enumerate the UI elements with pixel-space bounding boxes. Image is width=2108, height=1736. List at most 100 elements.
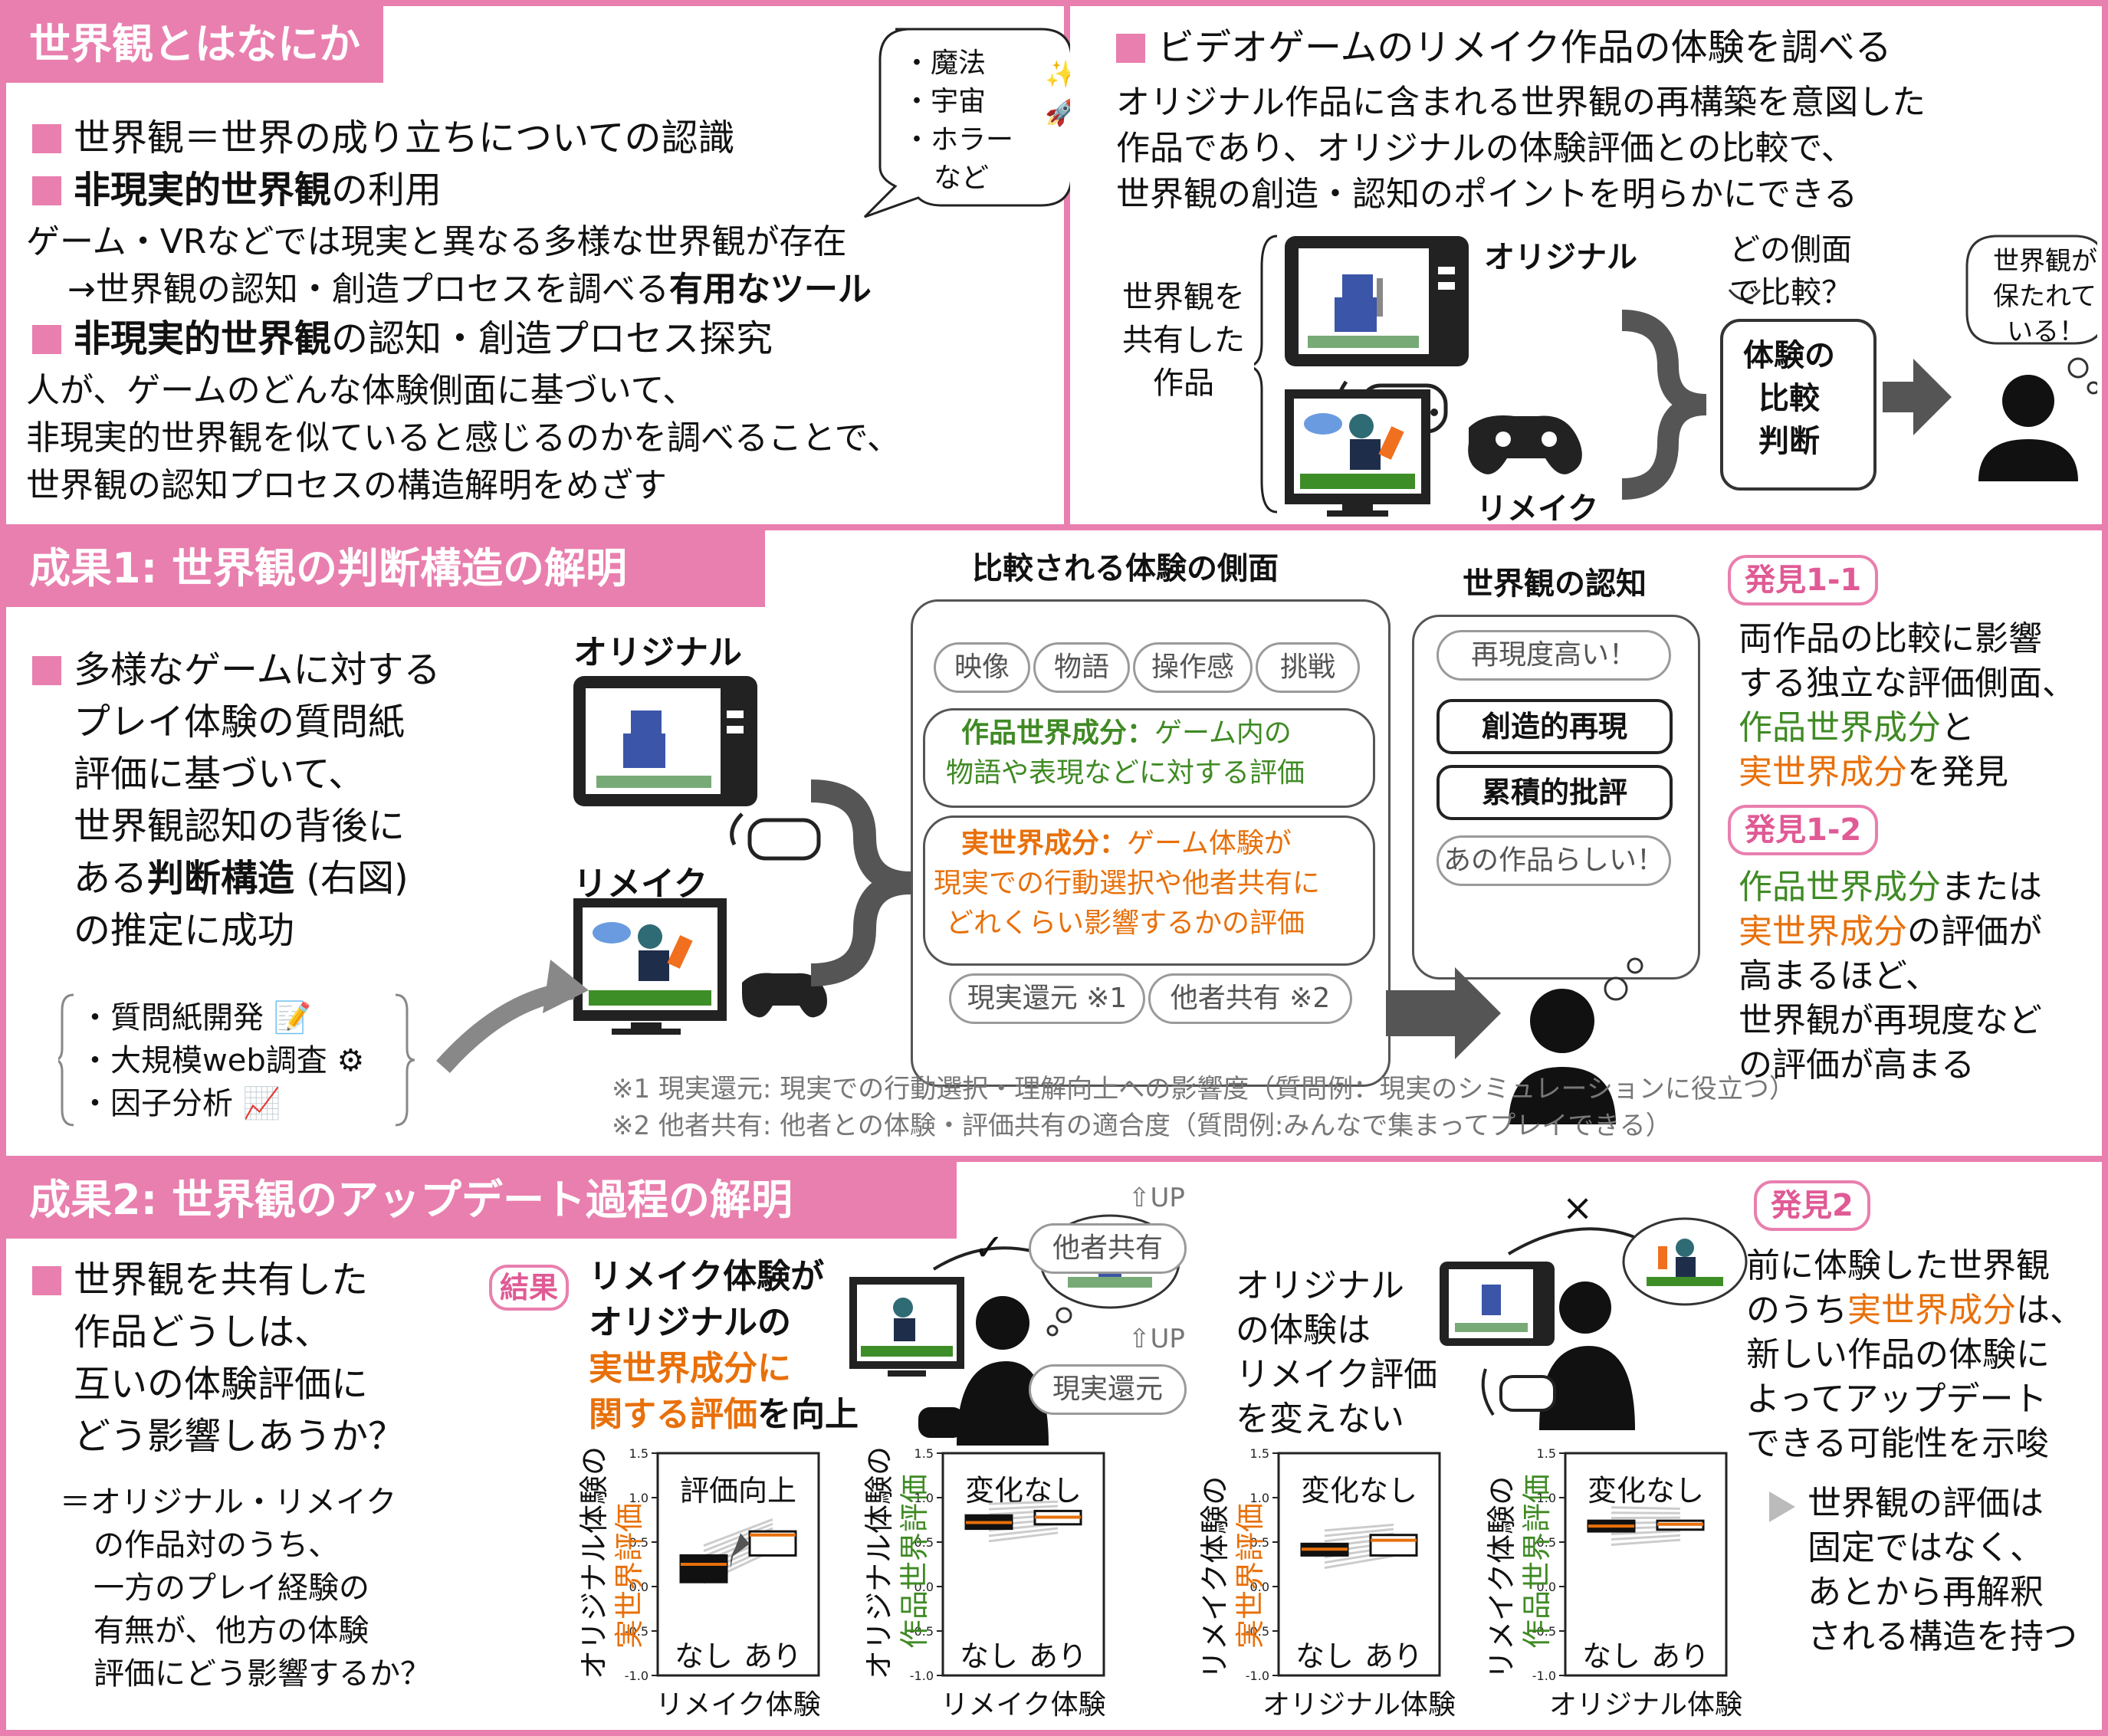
finding-2-line-5: できる可能性を示唆 [1746,1424,2050,1463]
gamepad-icon [730,812,821,861]
panel-remake-study: ビデオゲームのリメイク作品の体験を調べる オリジナル作品に含まれる世界観の再構築… [1070,6,2102,527]
chart-title: 評価向上 [680,1474,796,1508]
concl-line-1: 世界観の評価は [1808,1484,2044,1523]
y-axis-label: リメイク体験の [1485,1476,1519,1679]
y-tick-label: 1.0 [1537,1491,1556,1505]
cognition-title: 世界観の認知 [1463,566,1647,602]
pair-line [703,1518,773,1547]
aspects-title: 比較される体験の側面 [972,551,1279,586]
shared-works-label-1: 世界観を [1122,280,1245,315]
q-line-4: どう影響しあうか？ [74,1415,406,1458]
finding-1-2-line-4: 世界観が再現度など [1739,1001,2042,1040]
category-label: あり [744,1639,802,1673]
cross-mark: × [1562,1186,1594,1229]
finding-1-1-line-4: 実世界成分を発見 [1739,753,2008,792]
y-tick-label: -0.5 [910,1624,934,1639]
question-line-2: で比較？ [1729,275,1852,310]
orig-line-4: を変えない [1236,1400,1404,1439]
y-axis-label-colored: 作品世界評価 [898,1474,931,1649]
modern-gamepad-icon [742,973,827,1018]
result-line-3: 実世界成分に [589,1349,791,1388]
plot-frame [941,1452,1105,1677]
retro-tv-icon [1285,236,1469,366]
y-tick-label: -1.0 [625,1669,648,1683]
concl-line-3: あとから再解釈 [1808,1573,2044,1612]
y-tick-label: 1.5 [914,1446,934,1461]
result1-text-4: 世界観認知の背後に [74,805,406,848]
speech-line-3: いる！ [2007,317,2085,347]
cog-reproduction: 再現度高い！ [1437,630,1671,681]
tag-visual: 映像 [934,642,1030,693]
bubble-tag-social: 他者共有 [1029,1223,1187,1274]
gamepad-icon [918,1407,964,1438]
modern-monitor-icon [849,1277,964,1377]
speech-line-2: 保たれて [1993,281,2097,312]
footnote-2: ※2 他者共有: 他者との体験・評価共有の適合度（質問例:みんなで集まってプレイ… [612,1111,1672,1141]
panel-worldview-intro: 世界観とはなにか ✨ 🚀 ・魔法 ・宇宙 ・ホラー など 世界観＝世界の成り立ち… [6,6,1077,524]
tag-social-sharing: 他者共有 ※2 [1148,973,1352,1024]
result1-diagram [436,676,911,1073]
section-title-result2: 成果2: 世界観のアップデート過程の解明 [6,1162,957,1239]
result-line-2: オリジナルの [589,1303,791,1342]
orig-line-3: リメイク評価 [1236,1355,1438,1394]
pair-line [1324,1523,1394,1532]
chart-original-real: 1.51.00.50.0-0.5-1.0リメイク体験の実世界評価変化なしなしあり… [1198,1446,1456,1721]
y-axis-label: リメイク体験の [1198,1476,1232,1679]
result-line-1: リメイク体験が [589,1257,825,1296]
q-line-2: 作品どうしは、 [74,1311,332,1354]
real-world-component [923,815,1375,966]
finding-1-1-line-1: 両作品の比較に影響 [1739,619,2042,658]
finding-1-1-line-3: 作品世界成分と [1739,708,1975,747]
triangle-bullet-icon [1769,1492,1795,1522]
y-tick-label: -1.0 [910,1669,934,1683]
result-line-4: 関する評価を向上 [589,1395,859,1434]
modern-gamepad-icon [1468,415,1582,474]
plot-frame [1277,1452,1441,1677]
finding-1-2-line-3: 高まるほど、 [1739,957,1939,996]
person-icon [1530,989,1594,1053]
bubble-item-etc: など [934,162,990,194]
tag-story: 物語 [1033,642,1130,693]
remake-line-2: 作品であり、オリジナルの体験評価との比較で、 [1116,129,1855,168]
text-line-8: 世界観の認知プロセスの構造解明をめざす [26,466,667,505]
real-world-text-3: どれくらい影響するかの評価 [946,907,1305,939]
retro-tv-icon [573,676,757,806]
y-tick-label: 1.5 [1250,1446,1269,1461]
finding-1-2-line-2: 実世界成分の評価が [1739,912,2042,951]
pair-line [1324,1554,1394,1570]
x-axis-label: リメイク体験 [655,1689,820,1721]
y-axis-label-part: オリジナル体験の [577,1446,611,1679]
gamepad-icon [1481,1368,1556,1416]
remake-diagram [1254,235,2097,517]
finding-2-line-1: 前に体験した世界観 [1746,1246,2050,1285]
text-line-7: 非現実的世界観を似ていると感じるのかを調べることで、 [26,418,901,458]
result1-label-remake: リメイク [573,865,708,904]
q-line-1: 世界観を共有した [32,1255,368,1304]
method-factor-analysis: ・因子分析 📈 [80,1086,281,1121]
y-axis-label: オリジナル体験の [862,1446,896,1679]
y-axis-label-part: リメイク体験の [1485,1476,1519,1679]
judge-line-3: 判断 [1758,424,1820,459]
chart-remake-real: 1.51.00.50.0-0.5-1.0オリジナル体験の実世界評価評価向上なしあ… [577,1446,821,1721]
y-tick-label: 0.5 [1537,1535,1556,1550]
section-title-worldview: 世界観とはなにか [6,6,383,83]
eq-line-1: ＝オリジナル・リメイク [60,1485,397,1520]
y-tick-label: -0.5 [1532,1624,1556,1639]
eq-line-3: 一方のプレイ経験の [94,1570,369,1606]
plot-frame [1564,1452,1728,1677]
pair-line [1611,1506,1681,1510]
box [679,1554,728,1583]
panel-result2: 成果2: 世界観のアップデート過程の解明 世界観を共有した 作品どうしは、 互い… [6,1162,2102,1730]
text-line-6: 人が、ゲームのどんな体験側面に基づいて、 [26,371,697,410]
category-label: なし [1295,1639,1354,1673]
chart-original-game: 1.51.00.50.0-0.5-1.0リメイク体験の作品世界評価変化なしなしあ… [1485,1446,1742,1721]
cog-like-that-work: あの作品らしい！ [1437,835,1671,886]
tag-challenge: 挑戦 [1256,642,1360,693]
pair-line [1324,1528,1394,1537]
section-title-result1: 成果1: 世界観の判断構造の解明 [6,530,765,607]
result1-text-3: 評価に基づいて、 [74,753,366,796]
pair-line [988,1527,1059,1537]
y-axis-label: オリジナル体験の [577,1446,611,1679]
method-questionnaire: ・質問紙開発 📝 [80,1000,312,1035]
x-axis-label: オリジナル体験 [1263,1689,1456,1721]
